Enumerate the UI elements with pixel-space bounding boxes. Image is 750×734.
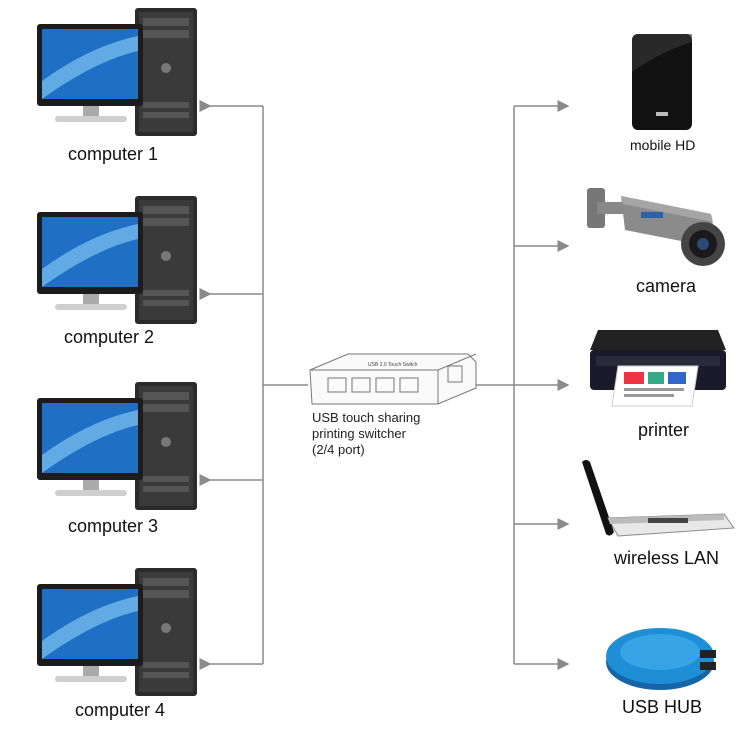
computer-label: computer 2: [64, 327, 155, 347]
camera: [585, 182, 725, 274]
device-label: camera: [636, 276, 697, 296]
switcher-label-line3: (2/4 port): [312, 442, 365, 457]
switch-box-icon: USB 2.0 Touch Switch: [309, 353, 477, 405]
usb-switcher: USB 2.0 Touch Switch: [308, 348, 478, 408]
printer-icon: [590, 330, 726, 407]
computer-3: [35, 380, 205, 510]
computer-icon: [37, 382, 197, 510]
switcher-label: USB touch sharing printing switcher (2/4…: [312, 410, 420, 458]
computer-label: computer 1: [68, 144, 159, 164]
computer-icon: [37, 196, 197, 324]
switch-face-text: USB 2.0 Touch Switch: [368, 362, 418, 368]
device-label: wireless LAN: [614, 548, 720, 568]
device-label: mobile HD: [630, 137, 696, 153]
device-label: USB HUB: [622, 697, 703, 717]
camera-icon: [587, 188, 725, 266]
wifi-adapter-icon: [582, 460, 735, 537]
printer: [588, 320, 728, 410]
computer-2: [35, 194, 205, 324]
device-label: printer: [638, 420, 690, 440]
mobile-hd: [630, 32, 694, 132]
computer-icon: [37, 8, 197, 136]
usb-hub-icon: [606, 628, 716, 690]
computer-label: computer 3: [68, 516, 159, 536]
hard-drive-icon: [632, 34, 692, 130]
computer-icon: [37, 568, 197, 696]
computer-label: computer 4: [75, 700, 166, 720]
computer-1: [35, 6, 205, 136]
usb-hub: [604, 622, 722, 694]
switcher-label-line1: USB touch sharing: [312, 410, 421, 425]
computer-4: [35, 566, 205, 696]
switcher-label-line2: printing switcher: [312, 426, 406, 441]
wireless-lan: [578, 458, 738, 542]
